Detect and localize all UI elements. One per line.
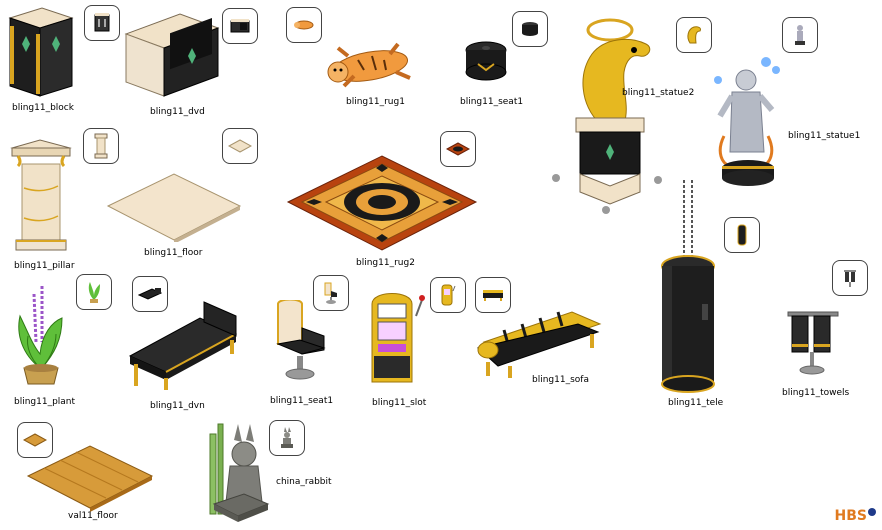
tele-thumb[interactable] <box>724 217 760 253</box>
slot-label: bling11_slot <box>372 398 427 408</box>
stool-thumb-icon <box>522 22 538 36</box>
pillar-sprite <box>10 138 72 258</box>
dvd-sprite <box>124 12 220 102</box>
tele-label: bling11_tele <box>668 398 724 408</box>
plant-thumb[interactable] <box>76 274 112 310</box>
plant-thumb-icon <box>88 282 100 303</box>
plant-label: bling11_plant <box>14 397 76 407</box>
block-thumb-icon <box>94 13 110 32</box>
seat1-top-label: bling11_seat1 <box>460 97 524 107</box>
dvd-label: bling11_dvd <box>150 107 205 117</box>
towel-rack-thumb-icon <box>844 270 856 287</box>
slot-sprite <box>366 286 428 390</box>
plant-sprite <box>12 284 70 394</box>
marble-tile-thumb-icon <box>228 139 252 153</box>
pillar-label: bling11_pillar <box>14 261 75 271</box>
dvn-label: bling11_dvn <box>150 401 205 411</box>
rug1-label: bling11_rug1 <box>346 97 405 107</box>
seat1-chair-sprite <box>272 298 330 388</box>
rabbit-statue-thumb-icon <box>281 427 293 448</box>
val-floor-thumb[interactable] <box>17 422 53 458</box>
block-sprite <box>6 6 76 102</box>
dvn-sprite <box>126 294 240 396</box>
statue1-thumb[interactable] <box>782 17 818 53</box>
floor-sprite <box>106 172 242 246</box>
statue2-label: bling11_statue2 <box>622 88 695 98</box>
seat1-label: bling11_seat1 <box>270 396 334 406</box>
statue1-label: bling11_statue1 <box>788 131 861 141</box>
dvd-thumb-icon <box>230 19 250 33</box>
rug-thumb-icon <box>446 142 470 156</box>
logo-dot-icon <box>868 508 876 516</box>
rug2-label: bling11_rug2 <box>356 258 415 268</box>
floor-label: bling11_floor <box>144 248 203 258</box>
sofa-thumb-icon <box>483 290 503 301</box>
rabbit-label: china_rabbit <box>276 477 332 487</box>
statue1-sprite <box>708 56 788 200</box>
chair-thumb-icon <box>324 282 337 304</box>
tele-sprite <box>656 176 720 400</box>
pillar-thumb-icon <box>94 133 108 159</box>
dvn-thumb[interactable] <box>132 276 168 312</box>
rug2-sprite <box>286 154 478 258</box>
block-label: bling11_block <box>12 103 74 113</box>
val-floor-sprite <box>26 444 154 516</box>
hbs-logo: HBS <box>835 508 876 524</box>
block-thumb[interactable] <box>84 5 120 41</box>
teleporter-thumb-icon <box>737 224 747 246</box>
slot-machine-thumb-icon <box>441 284 456 306</box>
val-floor-label: val11_floor <box>68 511 118 521</box>
tiger-rug-thumb-icon <box>294 20 314 30</box>
seat1-thumb[interactable] <box>313 275 349 311</box>
figure-statue-thumb-icon <box>795 25 805 45</box>
seat1-top-thumb[interactable] <box>512 11 548 47</box>
rabbit-thumb[interactable] <box>269 420 305 456</box>
sofa-sprite <box>474 308 602 384</box>
fish-statue-thumb-icon <box>687 26 701 44</box>
rug1-thumb[interactable] <box>286 7 322 43</box>
daybed-thumb-icon <box>138 288 162 300</box>
pillar-thumb[interactable] <box>83 128 119 164</box>
statue2-thumb[interactable] <box>676 17 712 53</box>
wood-tile-thumb-icon <box>23 433 47 447</box>
towels-sprite <box>786 308 840 380</box>
seat1-stool-sprite <box>462 38 510 86</box>
sofa-label: bling11_sofa <box>532 375 589 385</box>
statue2-sprite <box>550 14 670 218</box>
rug2-thumb[interactable] <box>440 131 476 167</box>
rug1-sprite <box>318 38 414 94</box>
towels-label: bling11_towels <box>782 388 850 398</box>
floor-thumb[interactable] <box>222 128 258 164</box>
dvd-thumb[interactable] <box>222 8 258 44</box>
sofa-thumb[interactable] <box>475 277 511 313</box>
rabbit-sprite <box>204 420 270 528</box>
towels-thumb[interactable] <box>832 260 868 296</box>
slot-thumb[interactable] <box>430 277 466 313</box>
